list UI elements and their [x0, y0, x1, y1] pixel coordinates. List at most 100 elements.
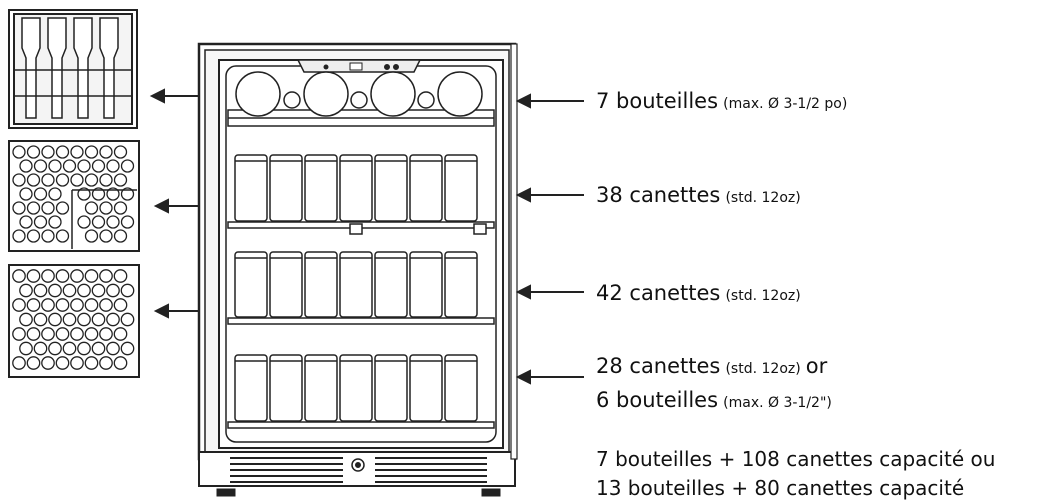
can-circle [106, 283, 120, 298]
can [269, 154, 303, 222]
can-circle [99, 356, 113, 370]
can-circle [12, 356, 26, 370]
label-bottles-top: 7 bouteilles (max. Ø 3-1/2 po) [596, 89, 848, 113]
can-circle [19, 341, 33, 356]
bottle-end [370, 71, 416, 117]
can-circle [26, 145, 41, 159]
can-circle [84, 298, 99, 312]
capacity-total-2: 13 bouteilles + 80 canettes capacité [596, 476, 965, 500]
can-circle [84, 145, 99, 159]
can-circle [91, 341, 106, 356]
can-circle [33, 312, 48, 327]
can-circle [19, 159, 33, 173]
can [234, 251, 268, 318]
can-circle [70, 298, 84, 312]
can-circle [91, 159, 106, 173]
can-circle [106, 312, 120, 327]
can-circle [41, 298, 55, 312]
can-circle [55, 173, 70, 187]
can-circle [33, 159, 48, 173]
can-circle [19, 283, 33, 298]
vent-grille [230, 457, 487, 483]
can-circle [19, 312, 33, 327]
shelf-rail [227, 421, 495, 429]
can-circle [55, 327, 70, 341]
can-circle [77, 159, 91, 173]
can-circle [12, 327, 26, 341]
can [304, 251, 338, 318]
can-circle [91, 283, 106, 298]
can-circle [99, 229, 113, 243]
bottle-ends [235, 71, 483, 117]
can-circle [55, 145, 70, 159]
can-circle [84, 173, 99, 187]
can-circle [113, 298, 128, 312]
can-circle [91, 187, 106, 201]
can-circle [12, 201, 26, 215]
can [269, 251, 303, 318]
can-circle [77, 187, 91, 201]
can [409, 354, 443, 422]
can-circle [113, 201, 128, 215]
can-circle [77, 215, 91, 229]
can-circle [33, 215, 48, 229]
can-circle [70, 173, 84, 187]
can [234, 154, 268, 222]
can-circle [120, 312, 135, 327]
can-circle [91, 312, 106, 327]
can [444, 251, 478, 318]
can-circle [26, 298, 41, 312]
can-rack-icon-bottom [8, 264, 140, 378]
label-cans-38: 38 canettes (std. 12oz) [596, 183, 801, 207]
can-circle [113, 327, 128, 341]
label-bottles-bottom: 6 bouteilles (max. Ø 3-1/2") [596, 388, 832, 412]
can-circle [41, 145, 55, 159]
can [374, 154, 408, 222]
can-circle [26, 229, 41, 243]
bottle-end [235, 71, 281, 117]
can-circle [48, 187, 62, 201]
can-circle [55, 356, 70, 370]
can-shelves [227, 154, 495, 429]
can-circle [26, 356, 41, 370]
can-circle [41, 229, 55, 243]
can-circle [55, 298, 70, 312]
can-circle [70, 269, 84, 283]
can-circle [48, 159, 62, 173]
bottle-neck [350, 91, 368, 109]
bottle-end [303, 71, 349, 117]
can-circle [26, 173, 41, 187]
can [234, 354, 268, 422]
can [444, 154, 478, 222]
can-circle [106, 187, 120, 201]
shelf-clip [473, 223, 487, 235]
can-circle [48, 341, 62, 356]
can-circle [99, 298, 113, 312]
can-circle [91, 215, 106, 229]
bottle-neck [283, 91, 301, 109]
can [444, 354, 478, 422]
can-rack-icon-middle [8, 140, 140, 252]
can-circle [77, 341, 91, 356]
can-circle [84, 201, 99, 215]
can [269, 354, 303, 422]
can-circle [19, 215, 33, 229]
can [374, 354, 408, 422]
can-circle [84, 229, 99, 243]
can-circle [84, 327, 99, 341]
can-circle [106, 215, 120, 229]
can-circle [84, 269, 99, 283]
can-circle [26, 201, 41, 215]
can [374, 251, 408, 318]
label-cans-42: 42 canettes (std. 12oz) [596, 281, 801, 305]
can-circle [48, 312, 62, 327]
can [304, 354, 338, 422]
bottle-shelf [227, 109, 495, 127]
can-circle [106, 159, 120, 173]
can [409, 251, 443, 318]
can-circle [19, 187, 33, 201]
can-circle [41, 269, 55, 283]
can-circle [120, 159, 135, 173]
can-circle [33, 283, 48, 298]
